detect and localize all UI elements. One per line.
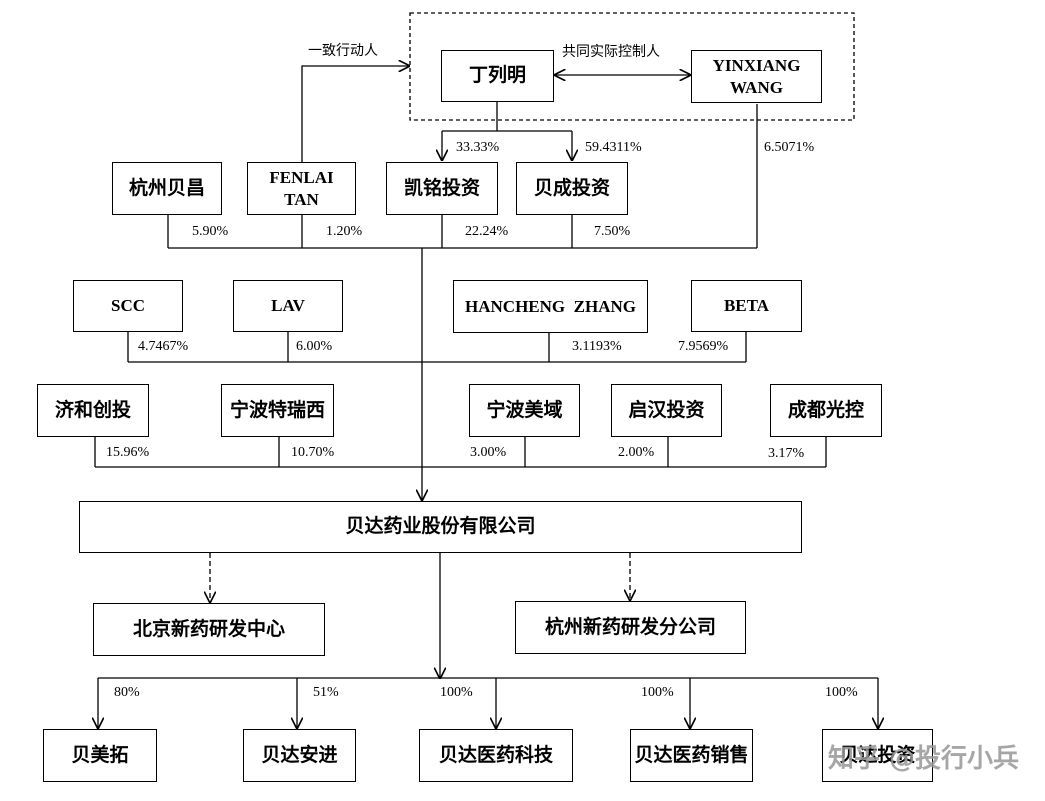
chengdu-guangkong-box: 成都光控 xyxy=(770,384,882,437)
fenlai-tan-name: FENLAI TAN xyxy=(269,168,334,209)
beida-touzi-name: 贝达投资 xyxy=(839,743,916,766)
hancheng-zhang-pct: 3.1193% xyxy=(572,339,622,354)
lav-name: LAV xyxy=(271,296,305,316)
kaiming-name: 凯铭投资 xyxy=(403,176,480,199)
beta-name: BETA xyxy=(723,296,770,316)
beidaanjin-box: 贝达安进 xyxy=(243,729,356,782)
beida-xiaoshou-pct: 100% xyxy=(641,685,674,700)
qihan-box: 启汉投资 xyxy=(611,384,722,437)
jihe-pct: 15.96% xyxy=(106,445,150,460)
ding-kaiming-pct: 33.33% xyxy=(456,140,500,155)
ningbo-meiyu-pct: 3.00% xyxy=(470,445,507,460)
fenlai-tan-pct: 1.20% xyxy=(326,224,363,239)
beida-xiaoshou-name: 贝达医药销售 xyxy=(634,743,749,766)
beta-box: BETA xyxy=(691,280,802,332)
ningbo-meiyu-name: 宁波美域 xyxy=(486,398,563,421)
yinxiang-direct-pct: 6.5071% xyxy=(764,140,815,155)
hangzhou-beichang-pct: 5.90% xyxy=(192,224,229,239)
ding-lieming-box: 丁列明 xyxy=(441,50,554,102)
scc-box: SCC xyxy=(73,280,183,332)
joint-control-label: 共同实际控制人 xyxy=(562,44,660,60)
ningbo-meiyu-box: 宁波美域 xyxy=(469,384,580,437)
beijing-rd-center-box: 北京新药研发中心 xyxy=(93,603,325,656)
concert-party-label: 一致行动人 xyxy=(308,43,378,59)
hangzhou-rd-branch-box: 杭州新药研发分公司 xyxy=(515,601,746,654)
ding-beicheng-pct: 59.4311% xyxy=(585,140,642,155)
lav-box: LAV xyxy=(233,280,343,332)
hangzhou-beichang-box: 杭州贝昌 xyxy=(112,162,222,215)
ding-lieming-name: 丁列明 xyxy=(468,64,526,87)
company-name: 贝达药业股份有限公司 xyxy=(345,515,536,538)
beicheng-name: 贝成投资 xyxy=(533,176,610,199)
lav-pct: 6.00% xyxy=(296,339,333,354)
beida-touzi-pct: 100% xyxy=(825,685,858,700)
beicheng-box: 贝成投资 xyxy=(516,162,628,215)
kaiming-box: 凯铭投资 xyxy=(386,162,498,215)
scc-name: SCC xyxy=(110,296,145,316)
kaiming-pct: 22.24% xyxy=(465,224,509,239)
beidaanjin-name: 贝达安进 xyxy=(261,743,338,766)
ningbo-teruixi-box: 宁波特瑞西 xyxy=(221,384,334,437)
beimeituo-name: 贝美拓 xyxy=(71,743,129,766)
watermark: 知乎 @投行小兵 xyxy=(827,744,1019,774)
yinxiang-wang-name: YINXIANG WANG xyxy=(712,56,801,97)
beida-keji-name: 贝达医药科技 xyxy=(438,743,553,766)
beicheng-pct: 7.50% xyxy=(594,224,631,239)
company-box: 贝达药业股份有限公司 xyxy=(79,501,802,553)
chengdu-guangkong-name: 成都光控 xyxy=(787,398,864,421)
hancheng-zhang-name: HANCHENG ZHANG xyxy=(465,296,636,316)
chengdu-guangkong-pct: 3.17% xyxy=(768,446,805,461)
beta-pct: 7.9569% xyxy=(678,339,729,354)
beida-xiaoshou-box: 贝达医药销售 xyxy=(630,729,753,782)
beida-touzi-box: 贝达投资 xyxy=(822,729,933,782)
jihe-box: 济和创投 xyxy=(37,384,149,437)
fenlai-tan-box: FENLAI TAN xyxy=(247,162,356,215)
hangzhou-beichang-name: 杭州贝昌 xyxy=(128,176,205,199)
beida-keji-pct: 100% xyxy=(440,685,473,700)
ningbo-teruixi-pct: 10.70% xyxy=(291,445,335,460)
ningbo-teruixi-name: 宁波特瑞西 xyxy=(229,398,325,421)
qihan-name: 启汉投资 xyxy=(628,398,705,421)
scc-pct: 4.7467% xyxy=(138,339,189,354)
yinxiang-wang-box: YINXIANG WANG xyxy=(691,50,822,103)
beidaanjin-pct: 51% xyxy=(313,685,339,700)
hancheng-zhang-box: HANCHENG ZHANG xyxy=(453,280,648,333)
qihan-pct: 2.00% xyxy=(618,445,655,460)
hangzhou-rd-branch-name: 杭州新药研发分公司 xyxy=(544,615,716,638)
jihe-name: 济和创投 xyxy=(54,398,131,421)
beimeituo-pct: 80% xyxy=(114,685,140,700)
beida-keji-box: 贝达医药科技 xyxy=(419,729,573,782)
beimeituo-box: 贝美拓 xyxy=(43,729,157,782)
beijing-rd-center-name: 北京新药研发中心 xyxy=(132,617,285,640)
